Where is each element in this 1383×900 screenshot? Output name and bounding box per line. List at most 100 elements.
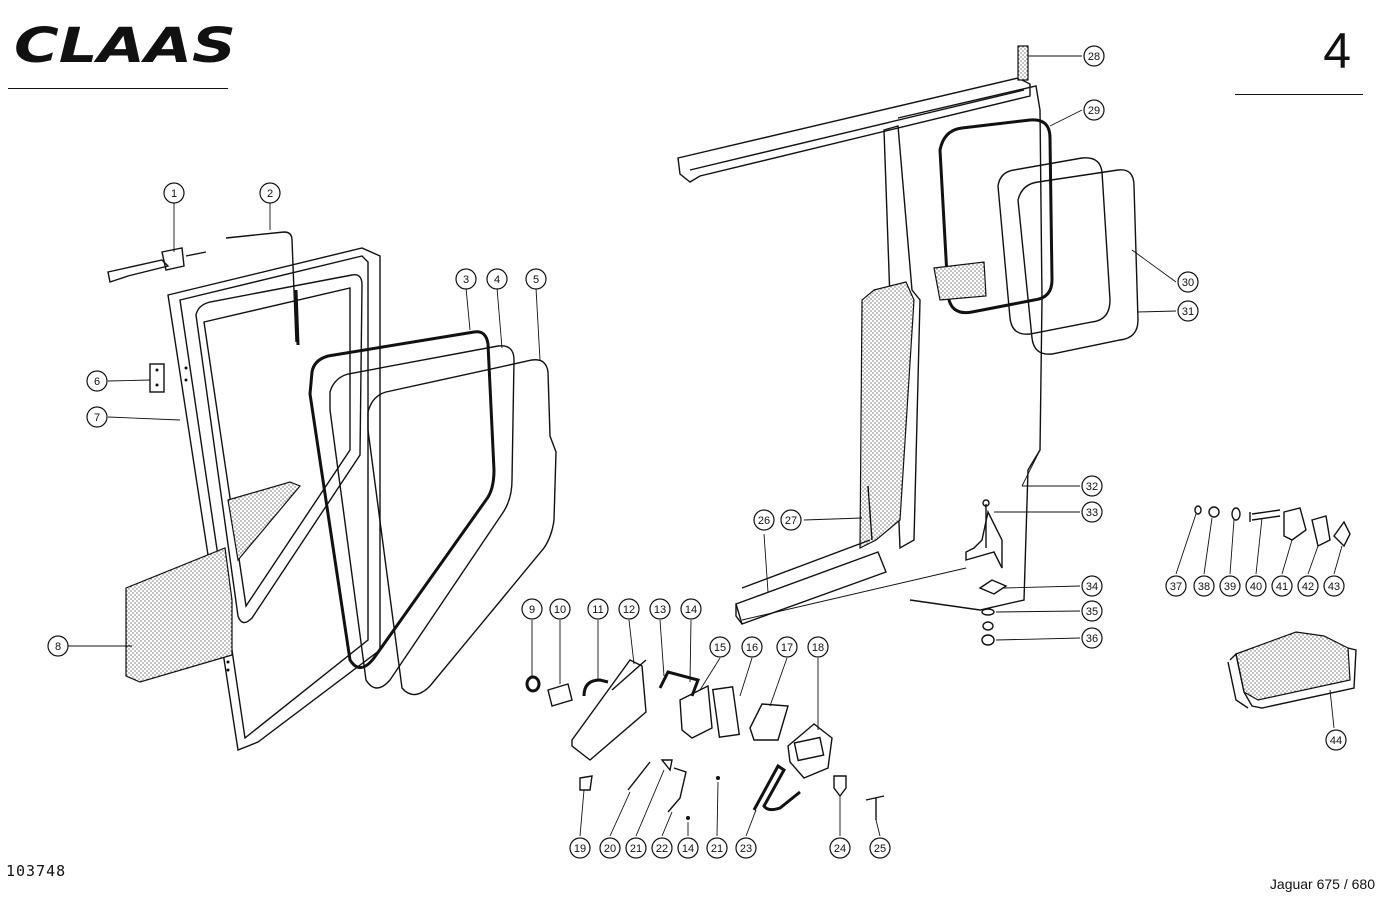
callout-label: 26 (758, 515, 770, 527)
door-lower-panel (125, 547, 233, 683)
callout-24: 24 (829, 837, 851, 859)
callout-label: 33 (1086, 507, 1098, 519)
callout-44: 44 (1325, 729, 1347, 751)
callout-label: 6 (94, 376, 100, 388)
callout-label: 40 (1250, 581, 1262, 593)
callout-37: 37 (1165, 575, 1187, 597)
callout-label: 36 (1086, 633, 1098, 645)
callout-16: 16 (741, 636, 763, 658)
callout-label: 29 (1088, 105, 1100, 117)
callout-label: 24 (834, 843, 846, 855)
callout-21b: 21 (706, 837, 728, 859)
callout-label: 15 (714, 642, 726, 654)
page-number: 4 (1323, 23, 1351, 79)
callout-group: 1 2 3 4 5 6 7 8 9 10 11 12 13 14 15 16 1… (47, 45, 1347, 859)
header-rule-right (1235, 94, 1363, 95)
callout-32: 32 (1081, 475, 1103, 497)
callout-13: 13 (649, 598, 671, 620)
callout-15: 15 (709, 636, 731, 658)
callout-label: 28 (1088, 51, 1100, 63)
callout-label: 3 (463, 274, 469, 286)
callout-label: 43 (1328, 581, 1340, 593)
callout-17: 17 (776, 636, 798, 658)
callout-label: 9 (529, 604, 535, 616)
door-seal (308, 330, 496, 669)
callout-label: 44 (1330, 735, 1342, 747)
storage-box (1227, 631, 1357, 729)
callout-label: 32 (1086, 481, 1098, 493)
callout-9: 9 (521, 598, 543, 620)
callout-label: 27 (785, 515, 797, 527)
model-name: Jaguar 675 / 680 (1269, 876, 1375, 892)
callout-22: 22 (651, 837, 673, 859)
callout-label: 41 (1276, 581, 1288, 593)
drawing-number: 103748 (6, 862, 67, 880)
callout-21a: 21 (625, 837, 647, 859)
callout-29: 29 (1083, 99, 1105, 121)
callout-label: 31 (1182, 306, 1194, 318)
callout-label: 7 (94, 412, 100, 424)
callout-38: 38 (1193, 575, 1215, 597)
callout-label: 25 (874, 843, 886, 855)
callout-7: 7 (86, 406, 108, 428)
callout-23: 23 (735, 837, 757, 859)
callout-label: 4 (494, 274, 500, 286)
callout-label: 34 (1086, 581, 1098, 593)
callout-label: 39 (1224, 581, 1236, 593)
callout-label: 18 (812, 642, 824, 654)
callout-label: 22 (656, 843, 668, 855)
callout-40: 40 (1245, 575, 1267, 597)
callout-35: 35 (1081, 600, 1103, 622)
callout-8: 8 (47, 635, 69, 657)
rear-window-seal (938, 118, 1054, 315)
callout-label: 38 (1198, 581, 1210, 593)
callout-42: 42 (1297, 575, 1319, 597)
callout-14: 14 (680, 598, 702, 620)
callout-label: 14 (685, 604, 697, 616)
callout-label: 17 (781, 642, 793, 654)
callout-label: 10 (554, 604, 566, 616)
callout-43: 43 (1323, 575, 1345, 597)
door-glass (367, 359, 557, 696)
claas-logo: CLAAS (14, 18, 236, 70)
callout-36: 36 (1081, 627, 1103, 649)
callout-1: 1 (163, 182, 185, 204)
brand-logo-text: CLAAS (14, 18, 236, 70)
callout-label: 20 (604, 843, 616, 855)
callout-14b: 14 (677, 837, 699, 859)
callout-label: 21 (711, 843, 723, 855)
callout-label: 14 (682, 843, 694, 855)
callout-10: 10 (549, 598, 571, 620)
callout-label: 42 (1302, 581, 1314, 593)
callout-34: 34 (1081, 575, 1103, 597)
callout-20: 20 (599, 837, 621, 859)
callout-18: 18 (807, 636, 829, 658)
callout-label: 23 (740, 843, 752, 855)
door-lock-parts (525, 619, 885, 837)
callout-31: 31 (1177, 300, 1199, 322)
callout-label: 2 (267, 188, 273, 200)
callout-2: 2 (259, 182, 281, 204)
callout-label: 5 (533, 274, 539, 286)
callout-label: 1 (171, 188, 177, 200)
callout-5: 5 (525, 268, 547, 290)
callout-6: 6 (86, 370, 108, 392)
callout-3: 3 (455, 268, 477, 290)
callout-12: 12 (618, 598, 640, 620)
callout-11: 11 (587, 598, 609, 620)
callout-25: 25 (869, 837, 891, 859)
rear-window-glass (1017, 169, 1139, 355)
callout-label: 35 (1086, 606, 1098, 618)
callout-27: 27 (780, 509, 802, 531)
callout-label: 13 (654, 604, 666, 616)
callout-label: 30 (1182, 277, 1194, 289)
cab-frame-assembly (677, 45, 1177, 646)
callout-label: 11 (592, 604, 603, 616)
callout-41: 41 (1271, 575, 1293, 597)
callout-label: 19 (574, 843, 586, 855)
header-rule-left (8, 88, 228, 89)
callout-4: 4 (486, 268, 508, 290)
callout-28: 28 (1083, 45, 1105, 67)
callout-39: 39 (1219, 575, 1241, 597)
